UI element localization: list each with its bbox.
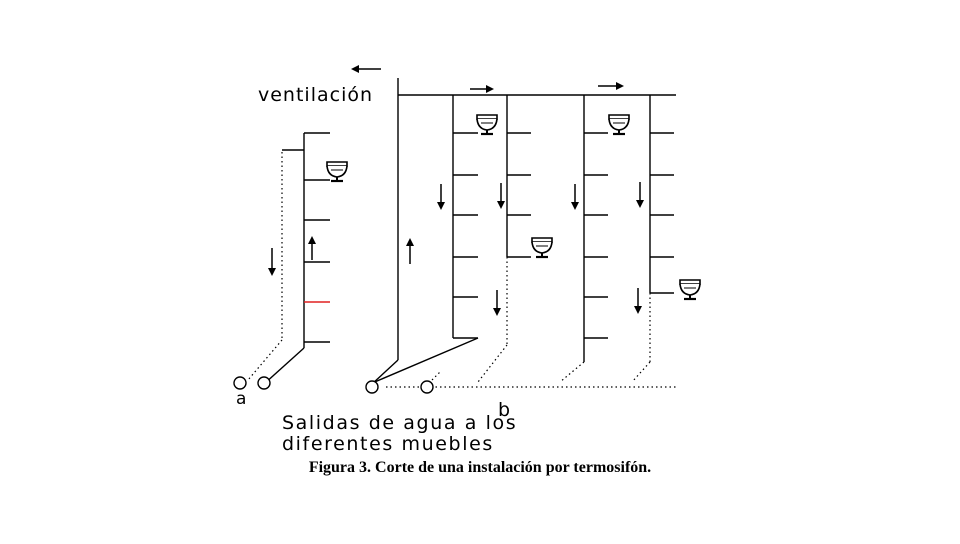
outlets-label-line1: Salidas de agua a los	[282, 412, 517, 434]
pipe-network	[263, 78, 676, 385]
figure-caption: Figura 3. Corte de una instalación por t…	[308, 459, 652, 476]
return-lines	[247, 152, 678, 388]
fixture-icon	[678, 278, 702, 301]
flow-arrows	[268, 65, 644, 316]
outlet-circle-a2	[257, 376, 271, 390]
fixture-icon	[530, 236, 554, 259]
fixture-icon	[607, 113, 631, 136]
label-b: b	[498, 399, 510, 421]
ventilation-label: ventilación	[258, 84, 373, 106]
outlet-circle-b2	[420, 380, 434, 394]
outlets-label-line2: diferentes muebles	[282, 433, 494, 455]
outlet-circle-b1	[365, 380, 379, 394]
fixtures	[325, 113, 702, 301]
outlet-circle-a1	[233, 376, 247, 390]
fixture-icon	[325, 160, 349, 183]
fixture-icon	[475, 113, 499, 136]
outlet-circles	[233, 376, 434, 394]
label-a: a	[236, 389, 246, 409]
